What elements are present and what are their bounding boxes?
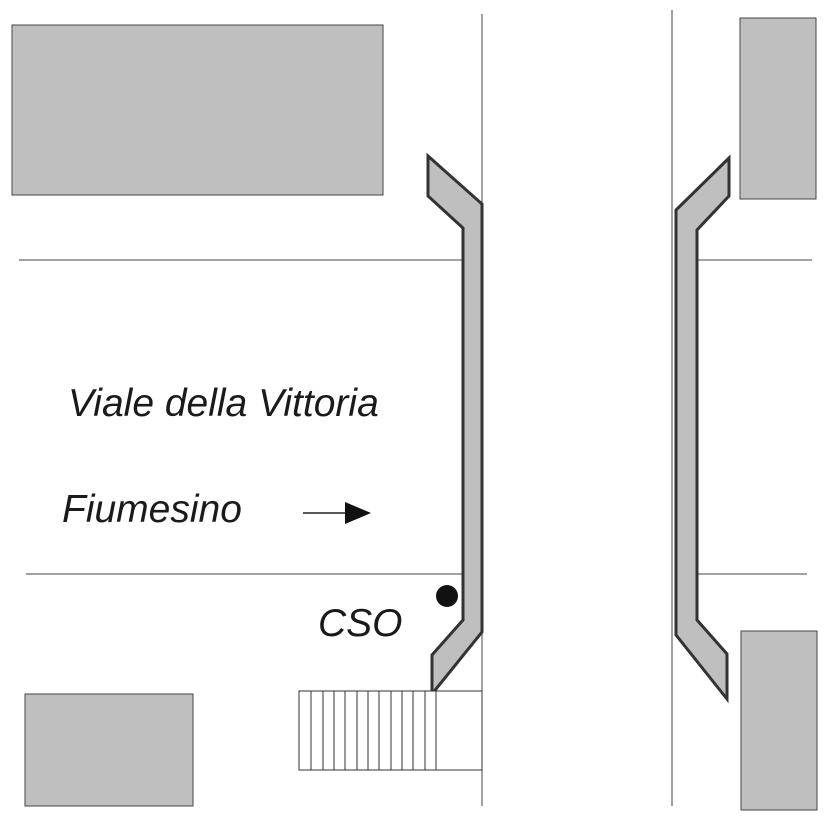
right-arrow-icon [303, 502, 371, 524]
bridge-parapet-left [426, 152, 484, 699]
bridge-parapet-right [674, 154, 731, 704]
street-name-label: Viale della Vittoria [68, 382, 379, 425]
building-bottom-right [740, 630, 818, 811]
cso-label: CSO [318, 602, 403, 645]
building-top-left [11, 24, 384, 196]
building-top-right [739, 17, 817, 200]
building-bottom-left [24, 693, 194, 807]
cso-marker-icon [436, 585, 458, 607]
direction-label: Fiumesino [62, 488, 242, 531]
crosswalk [298, 690, 483, 771]
